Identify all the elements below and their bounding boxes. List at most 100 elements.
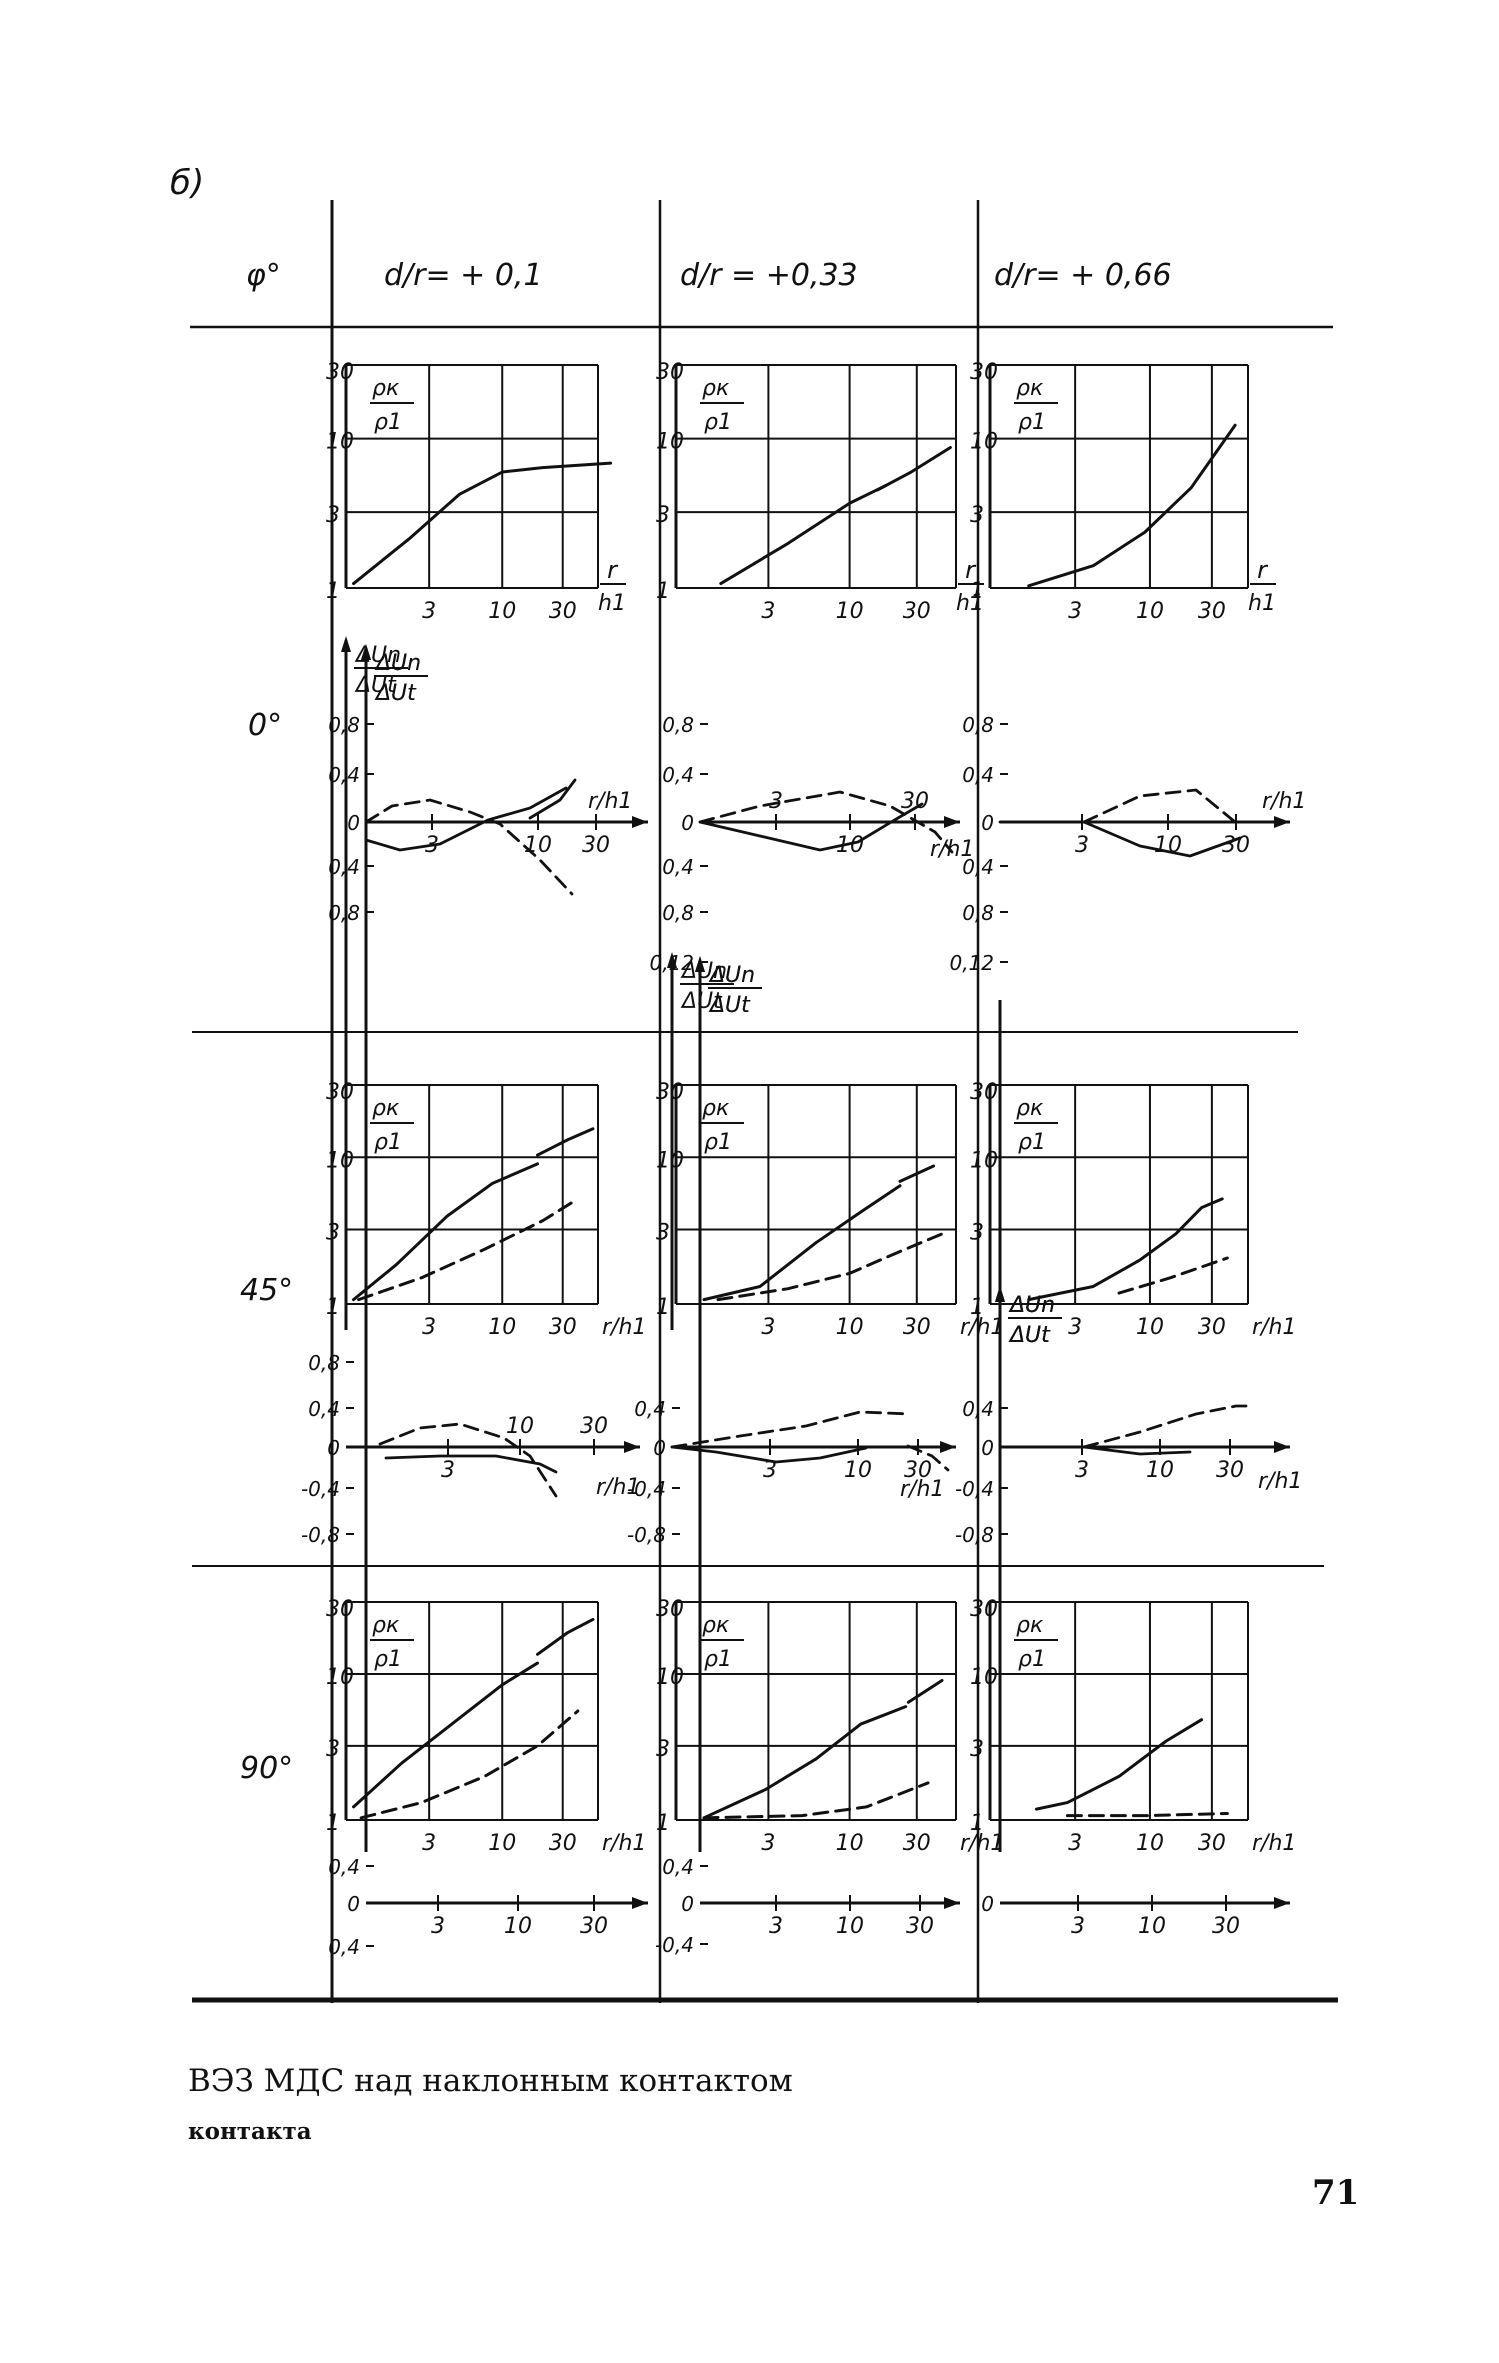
y-tick-label: 10 (326, 1148, 354, 1173)
x-axis-label-top: r (1257, 556, 1269, 584)
curve-dashed (702, 1781, 930, 1820)
x-tick-label: 30 (903, 599, 931, 624)
y-tick-label: 3 (970, 503, 984, 528)
y-tick-label: 30 (656, 360, 684, 385)
curve-dashed (670, 1410, 912, 1449)
y-tick-label: 30 (326, 360, 354, 385)
x-tick-label: 3 (761, 599, 775, 624)
x-tick-label: 10 (1136, 1315, 1164, 1340)
rho-panel (674, 364, 984, 589)
x-tick-label: 3 (763, 1458, 777, 1483)
x-tick-label: 10 (1136, 599, 1164, 624)
y-tick-label: 30 (326, 1080, 354, 1105)
curve-solid (702, 1184, 902, 1302)
x-tick-label: 30 (1198, 1831, 1226, 1856)
curve-dashed (378, 1422, 558, 1498)
ratio-label-bottom: ΔUt (374, 681, 417, 706)
x-tick-label: 10 (488, 1831, 516, 1856)
y-axis-arrow (695, 956, 705, 972)
ratio-label-bottom: ρ1 (704, 1130, 732, 1155)
curve-solid (998, 820, 1242, 858)
x-tick-label: 30 (904, 1458, 932, 1483)
x-axis-arrow (632, 1897, 648, 1909)
y-tick-label: -0,4 (655, 1933, 694, 1957)
x-tick-label: 30 (580, 1414, 608, 1439)
y-tick-label: 3 (326, 1221, 340, 1246)
ratio-label-bottom: ΔUt (1008, 1323, 1051, 1348)
x-axis-arrow (1274, 816, 1290, 828)
curve-solid (528, 778, 577, 820)
x-tick-label: 10 (506, 1414, 534, 1439)
y-tick-label: 3 (326, 1737, 340, 1762)
y-tick-label: 1 (656, 579, 670, 604)
curve-solid (702, 1705, 908, 1820)
y-tick-label: 0,8 (962, 713, 994, 737)
curve-solid (898, 1164, 936, 1183)
x-tick-label: 3 (422, 1315, 436, 1340)
y-tick-label: 10 (656, 430, 684, 455)
y-tick-label: 0,4 (962, 763, 994, 787)
x-tick-label: 10 (504, 1914, 532, 1939)
curve-solid (536, 1617, 595, 1656)
x-axis-label: r/h1 (900, 1477, 944, 1502)
x-tick-label: 3 (769, 1914, 783, 1939)
x-tick-label: 30 (582, 833, 610, 858)
y-tick-label: 0 (981, 1892, 994, 1916)
ratio-label-bottom: ΔUt (708, 993, 751, 1018)
ratio-label-top: ΔUn (374, 651, 421, 676)
y-tick-label: 30 (656, 1080, 684, 1105)
y-tick-label: 0,4 (662, 855, 694, 879)
rho-panel (674, 1601, 957, 1821)
x-tick-label: 30 (1222, 833, 1250, 858)
x-tick-label: 3 (1075, 1458, 1089, 1483)
ratio-label-top: ρк (372, 1613, 400, 1638)
x-tick-label: 3 (761, 1831, 775, 1856)
x-tick-label: 10 (1136, 1831, 1164, 1856)
x-tick-label: 3 (431, 1914, 445, 1939)
row-label: 0° (248, 708, 282, 743)
ratio-label-bottom: ΔUt (1008, 1323, 1051, 1348)
y-tick-label: 1 (326, 1295, 340, 1320)
x-axis-label: r/h1 (1258, 1469, 1302, 1494)
y-tick-label: -0,4 (627, 1477, 666, 1501)
x-tick-label: 10 (1138, 1914, 1166, 1939)
ratio-label-top: ρк (702, 1096, 730, 1121)
y-tick-label: 0,8 (308, 1351, 340, 1375)
y-tick-label: 0,4 (962, 1397, 994, 1421)
x-tick-label: 30 (903, 1315, 931, 1340)
y-tick-label: 10 (970, 1665, 998, 1690)
y-axis-arrow (995, 1286, 1005, 1302)
x-axis-arrow (1274, 1897, 1290, 1909)
x-axis-label: r/h1 (930, 837, 974, 862)
ratio-label-top: ρк (372, 1096, 400, 1121)
curve-solid (876, 446, 952, 492)
ratio-label-top: ρк (702, 376, 730, 401)
y-tick-label: 0,8 (328, 713, 360, 737)
x-tick-label: 3 (1075, 833, 1089, 858)
ratio-label-top: ΔUn (1008, 1293, 1055, 1318)
curve-dashed (364, 798, 574, 896)
x-axis-arrow (944, 816, 960, 828)
du-panel (341, 636, 640, 1535)
header-phi: φ° (246, 258, 281, 293)
figure-label: б) (170, 163, 204, 203)
x-tick-label: 30 (580, 1914, 608, 1939)
x-tick-label: 10 (836, 1315, 864, 1340)
y-tick-label: 0,4 (328, 855, 360, 879)
curve-solid (719, 483, 888, 586)
y-tick-label: 0,4 (662, 1855, 694, 1879)
rho-panel (344, 1601, 599, 1821)
ratio-label-bottom: ΔUt (374, 681, 417, 706)
ratio-label-top: ρк (702, 1613, 730, 1638)
y-tick-label: 0,8 (662, 713, 694, 737)
ratio-label-top: ρк (1016, 1613, 1044, 1638)
y-tick-label: 30 (970, 1080, 998, 1105)
x-axis-arrow (940, 1441, 956, 1453)
x-tick-label: 3 (422, 599, 436, 624)
curve-solid (536, 1127, 595, 1157)
caption-line-1: ВЭЗ МДС над наклонным контактом (188, 2063, 793, 2099)
du-panel (695, 723, 960, 1000)
ratio-label-bottom: ρ1 (374, 410, 402, 435)
